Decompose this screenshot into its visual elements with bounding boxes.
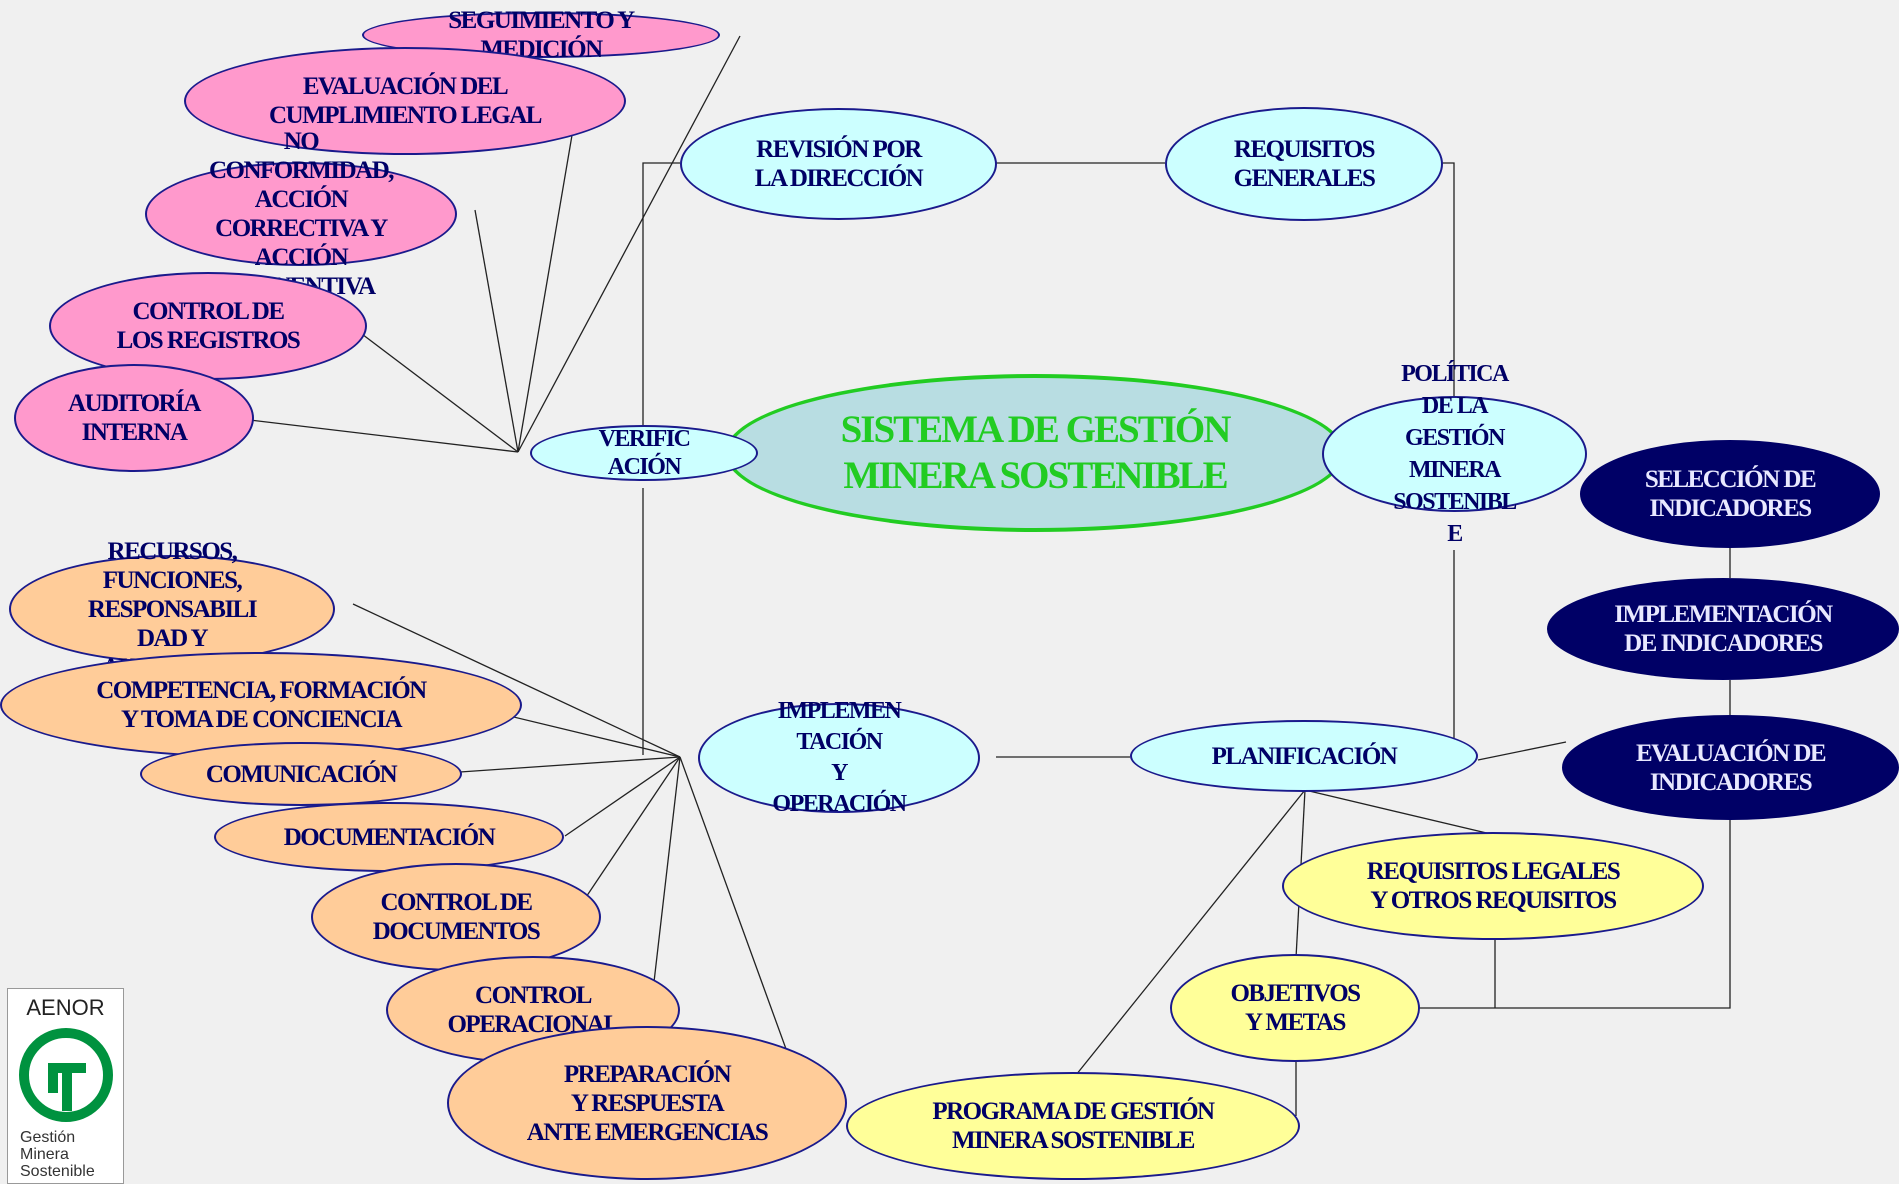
hub-requisitos-generales: REQUISITOS GENERALES: [1165, 107, 1443, 221]
item-implementacion-indicadores-label: IMPLEMENTACIÓN DE INDICADORES: [1614, 601, 1833, 657]
item-requisitos-legales-label: REQUISITOS LEGALES Y OTROS REQUISITOS: [1366, 858, 1621, 914]
item-comunicacion: COMUNICACIÓN: [140, 742, 462, 806]
item-control-registros-label: CONTROL DE LOS REGISTROS: [116, 298, 301, 354]
item-seleccion-indicadores-label: SELECCIÓN DE INDICADORES: [1644, 466, 1817, 522]
hub-revision-label: REVISIÓN POR LA DIRECCIÓN: [754, 136, 924, 192]
logo-title: AENOR: [26, 995, 105, 1020]
item-control-operacional-label: CONTROL OPERACIONAL: [447, 982, 620, 1038]
hub-planificacion-label: PLANIFICACIÓN: [1211, 742, 1398, 770]
item-implementacion-indicadores: IMPLEMENTACIÓN DE INDICADORES: [1547, 578, 1899, 680]
hub-requisitos-generales-label: REQUISITOS GENERALES: [1233, 136, 1376, 192]
item-no-conformidad: NO CONFORMIDAD, ACCIÓN CORRECTIVA Y ACCI…: [145, 128, 457, 300]
item-evaluacion-indicadores: EVALUACIÓN DE INDICADORES: [1562, 715, 1899, 820]
hub-implementacion-label: IMPLEMEN TACIÓN Y OPERACIÓN: [772, 698, 907, 817]
item-preparacion-emergencias: PREPARACIÓN Y RESPUESTA ANTE EMERGENCIAS: [447, 1026, 847, 1180]
hub-implementacion: IMPLEMEN TACIÓN Y OPERACIÓN: [698, 698, 980, 817]
item-objetivos-metas: OBJETIVOS Y METAS: [1170, 954, 1420, 1062]
item-evaluacion-indicadores-label: EVALUACIÓN DE INDICADORES: [1635, 739, 1827, 796]
hub-revision: REVISIÓN POR LA DIRECCIÓN: [680, 108, 997, 220]
item-seleccion-indicadores: SELECCIÓN DE INDICADORES: [1580, 440, 1880, 548]
item-control-documentos-label: CONTROL DE DOCUMENTOS: [372, 889, 541, 945]
hub-verificacion-label: VERIFIC ACIÓN: [598, 426, 691, 480]
item-documentacion-label: DOCUMENTACIÓN: [283, 823, 496, 851]
item-control-documentos: CONTROL DE DOCUMENTOS: [311, 863, 601, 971]
item-auditoria-interna-label: AUDITORÍA INTERNA: [68, 390, 201, 446]
item-programa-gestion: PROGRAMA DE GESTIÓN MINERA SOSTENIBLE: [846, 1072, 1300, 1180]
item-evaluacion-cumplimiento-label: EVALUACIÓN DEL CUMPLIMIENTO LEGAL: [269, 73, 542, 129]
aenor-logo: AENOR Gestión Minera Sostenible: [7, 988, 124, 1184]
hub-politica-label: POLÍTICA DE LA GESTIÓN MINERA SOSTENIBL …: [1393, 361, 1517, 547]
center-label: SISTEMA DE GESTIÓN MINERA SOSTENIBLE: [840, 408, 1232, 497]
item-documentacion: DOCUMENTACIÓN: [214, 802, 564, 872]
item-control-registros: CONTROL DE LOS REGISTROS: [49, 272, 367, 380]
aenor-gms-logo-icon: [19, 1028, 113, 1122]
item-evaluacion-cumplimiento: EVALUACIÓN DEL CUMPLIMIENTO LEGAL: [184, 47, 626, 155]
hub-planificacion: PLANIFICACIÓN: [1130, 720, 1478, 792]
item-preparacion-emergencias-label: PREPARACIÓN Y RESPUESTA ANTE EMERGENCIAS: [526, 1060, 769, 1146]
logo-caption: Gestión Minera Sostenible: [20, 1129, 95, 1180]
item-recursos-funciones: RECURSOS, FUNCIONES, RESPONSABILI DAD Y …: [9, 538, 335, 681]
item-competencia-formacion-label: COMPETENCIA, FORMACIÓN Y TOMA DE CONCIEN…: [96, 677, 427, 733]
hub-verificacion: VERIFIC ACIÓN: [530, 425, 758, 481]
item-objetivos-metas-label: OBJETIVOS Y METAS: [1230, 980, 1361, 1036]
item-comunicacion-label: COMUNICACIÓN: [205, 760, 398, 788]
hub-politica: POLÍTICA DE LA GESTIÓN MINERA SOSTENIBL …: [1322, 361, 1587, 547]
item-auditoria-interna: AUDITORÍA INTERNA: [14, 364, 254, 472]
item-programa-gestion-label: PROGRAMA DE GESTIÓN MINERA SOSTENIBLE: [932, 1098, 1215, 1154]
center-node: SISTEMA DE GESTIÓN MINERA SOSTENIBLE: [725, 374, 1345, 532]
item-requisitos-legales: REQUISITOS LEGALES Y OTROS REQUISITOS: [1282, 832, 1704, 940]
item-recursos-funciones-label: RECURSOS, FUNCIONES, RESPONSABILI DAD Y …: [87, 537, 258, 681]
